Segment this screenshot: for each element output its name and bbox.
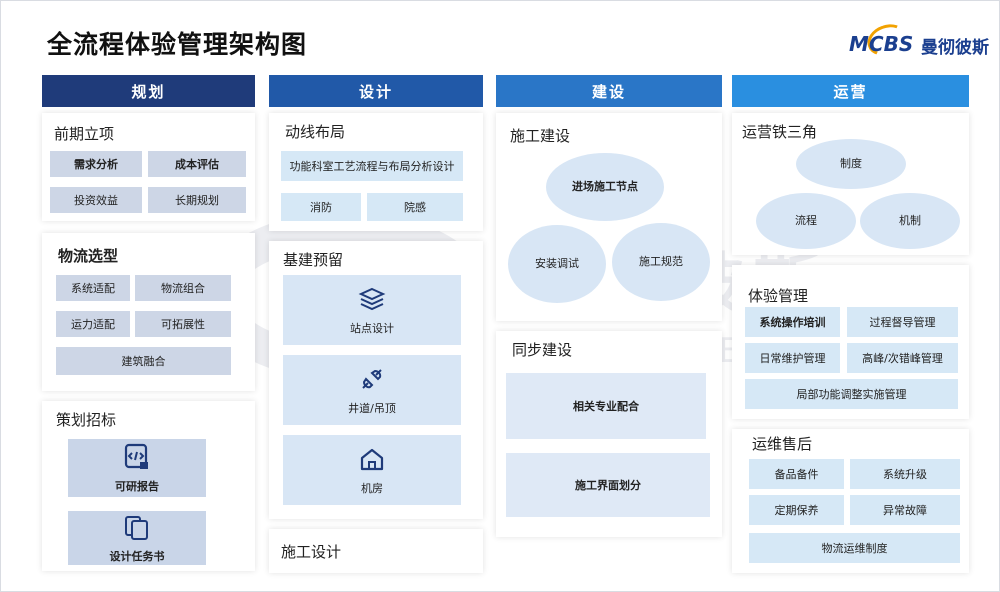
section-title-construction-design: 施工设计 (281, 543, 342, 561)
box-spare-parts: 备品备件 (749, 459, 844, 489)
box-long-term-planning: 长期规划 (148, 187, 246, 213)
box-scalability: 可拓展性 (135, 311, 231, 337)
box-fire-protection: 消防 (281, 193, 361, 221)
box-demand-analysis: 需求分析 (50, 151, 142, 177)
box-fault-handling: 异常故障 (850, 495, 960, 525)
section-title-flow: 动线布局 (285, 123, 346, 141)
box-capacity-fit: 运力适配 (56, 311, 130, 337)
code-document-icon (124, 443, 148, 469)
ellipse-process: 流程 (756, 193, 856, 249)
ellipse-system: 制度 (796, 139, 906, 189)
layers-icon (358, 287, 386, 311)
column-header-plan: 规划 (42, 75, 255, 107)
page-title: 全流程体验管理架构图 (47, 30, 308, 59)
panel-experience-management: 体验管理 系统操作培训 过程督导管理 日常维护管理 高峰/次错峰管理 局部功能调… (732, 265, 969, 419)
box-ops-regulations: 物流运维制度 (749, 533, 960, 563)
box-daily-maintenance: 日常维护管理 (745, 343, 840, 373)
box-system-upgrade: 系统升级 (850, 459, 960, 489)
panel-early-approval: 前期立项 需求分析 成本评估 投资效益 长期规划 (42, 113, 255, 221)
column-header-design: 设计 (269, 75, 483, 107)
logo-name: 曼彻彼斯 (921, 38, 989, 58)
card-machine-room: 机房 (283, 435, 461, 505)
section-title-after-sales: 运维售后 (752, 435, 813, 453)
documents-icon (125, 516, 148, 540)
ellipse-mechanism: 机制 (860, 193, 960, 249)
section-title-sync: 同步建设 (512, 341, 573, 359)
panel-after-sales: 运维售后 备品备件 系统升级 定期保养 异常故障 物流运维制度 (732, 429, 969, 573)
logo-mark: MCBS (849, 32, 914, 56)
box-peak-management: 高峰/次错峰管理 (847, 343, 958, 373)
box-process-supervision: 过程督导管理 (847, 307, 958, 337)
box-flow-design: 功能科室工艺流程与布局分析设计 (281, 151, 463, 181)
section-title-reserve: 基建预留 (283, 251, 344, 269)
plug-icon (362, 369, 382, 389)
box-cost-evaluation: 成本评估 (148, 151, 246, 177)
card-shaft-ceiling: 井道/吊顶 (283, 355, 461, 425)
card-machine-room-label: 机房 (361, 482, 383, 495)
box-infection-control: 院感 (367, 193, 463, 221)
box-partial-function-adjust: 局部功能调整实施管理 (745, 379, 958, 409)
card-station-design: 站点设计 (283, 275, 461, 345)
card-design-brief-label: 设计任务书 (109, 550, 165, 563)
company-logo: MCBS 曼彻彼斯 (849, 19, 989, 61)
section-title-triangle: 运营铁三角 (742, 123, 818, 141)
section-title-early: 前期立项 (54, 125, 115, 143)
section-title-bidding: 策划招标 (56, 411, 117, 429)
box-interface-division: 施工界面划分 (506, 453, 710, 517)
section-title-construction: 施工建设 (510, 127, 571, 145)
ellipse-site-entry-node: 进场施工节点 (546, 153, 664, 221)
card-station-design-label: 站点设计 (350, 322, 394, 335)
ellipse-construction-standard: 施工规范 (612, 223, 710, 301)
box-operation-training: 系统操作培训 (745, 307, 840, 337)
column-header-build: 建设 (496, 75, 722, 107)
card-shaft-ceiling-label: 井道/吊顶 (348, 402, 396, 415)
box-investment-benefit: 投资效益 (50, 187, 142, 213)
ellipse-install-debug: 安装调试 (508, 225, 606, 303)
card-design-brief: 设计任务书 (68, 511, 206, 565)
panel-infrastructure-reserve: 基建预留 站点设计 井道/吊顶 机房 (269, 241, 483, 519)
box-system-fit: 系统适配 (56, 275, 130, 301)
panel-flow-layout: 动线布局 功能科室工艺流程与布局分析设计 消防 院感 (269, 113, 483, 231)
panel-logistics-selection: 物流选型 系统适配 物流组合 运力适配 可拓展性 建筑融合 (42, 233, 255, 391)
card-feasibility-report-label: 可研报告 (115, 480, 159, 493)
box-related-coordination: 相关专业配合 (506, 373, 706, 439)
section-title-experience: 体验管理 (748, 287, 809, 305)
panel-construction-design: 施工设计 (269, 529, 483, 573)
panel-bidding: 策划招标 可研报告 设计任务书 (42, 401, 255, 571)
box-regular-maintenance: 定期保养 (749, 495, 844, 525)
card-feasibility-report: 可研报告 (68, 439, 206, 497)
panel-sync-construction: 同步建设 相关专业配合 施工界面划分 (496, 331, 722, 537)
panel-ops-triangle: 运营铁三角 制度 流程 机制 (732, 113, 969, 255)
home-icon (360, 448, 384, 471)
box-logistics-combo: 物流组合 (135, 275, 231, 301)
box-building-integration: 建筑融合 (56, 347, 231, 375)
panel-construction: 施工建设 进场施工节点 安装调试 施工规范 (496, 113, 722, 321)
section-title-logistics: 物流选型 (58, 247, 119, 265)
column-header-ops: 运营 (732, 75, 969, 107)
